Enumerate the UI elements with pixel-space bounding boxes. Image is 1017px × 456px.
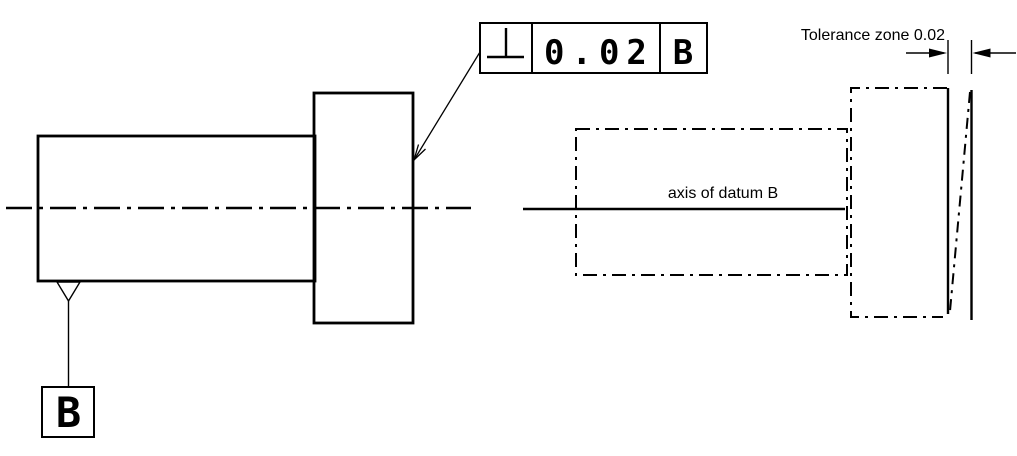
arrowhead-right-icon xyxy=(929,48,947,58)
arrowhead-left-icon xyxy=(972,48,991,58)
datum-label: B xyxy=(56,388,81,437)
dimension-arrow-right xyxy=(972,48,1016,58)
phantom-shaft-outline xyxy=(575,128,848,276)
fcf-tolerance-value: 0.02 xyxy=(544,33,654,73)
part-front-view: B xyxy=(6,91,471,438)
dimension-arrow-left xyxy=(906,48,947,58)
leader-arrowhead-icon xyxy=(412,144,426,163)
fcf-frame xyxy=(479,22,708,74)
tolerance-zone-interpretation: axis of datum B Tolerance zone 0.02 xyxy=(523,27,1016,320)
fcf-leader-line xyxy=(413,51,481,161)
perpendicularity-icon xyxy=(487,28,524,59)
flange-outline xyxy=(312,91,415,325)
datum-triangle-icon xyxy=(55,281,82,303)
actual-surface-line xyxy=(949,91,971,312)
feature-control-frame: 0.02 B xyxy=(412,22,708,163)
tolerance-zone-label: Tolerance zone 0.02 xyxy=(801,27,945,44)
datum-label-box xyxy=(41,386,95,438)
axis-of-datum-label: axis of datum B xyxy=(668,185,778,202)
fcf-datum-reference: B xyxy=(673,33,693,73)
phantom-flange-outline xyxy=(850,87,947,318)
